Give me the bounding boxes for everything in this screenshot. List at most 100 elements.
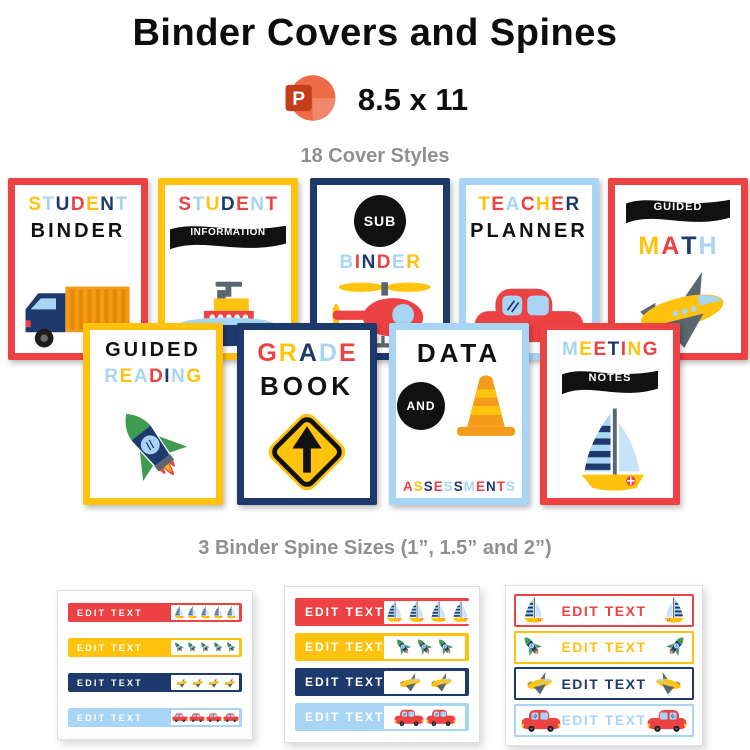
- rocket-icon: [418, 638, 433, 655]
- sailboat-icon: [664, 597, 684, 623]
- car-icon: [426, 709, 456, 726]
- car-icon: [222, 713, 239, 722]
- banner-label: GUIDED: [653, 201, 703, 213]
- spine-icon-strip: [384, 600, 471, 624]
- binder-spine: EDIT TEXT: [514, 667, 694, 701]
- spine-icon-strip: [384, 635, 465, 659]
- binder-spine: EDIT TEXT: [68, 708, 242, 727]
- binder-spine: EDIT TEXT: [295, 633, 469, 661]
- cover-banner: GUIDED: [626, 195, 730, 227]
- cover-word: TEACHER: [478, 194, 580, 215]
- spine-icon-right: [664, 634, 687, 660]
- sailboat-icon: [580, 408, 644, 491]
- airplane-icon: [639, 272, 723, 349]
- spine-icon-right: [663, 597, 687, 624]
- sailboat-icon: [409, 601, 425, 622]
- car-icon: [171, 713, 188, 722]
- cover-meeting-notes: MEETING NOTES: [540, 323, 680, 505]
- cover-illustration: [571, 407, 650, 495]
- airplane-icon: [656, 672, 681, 695]
- cover-illustration: [264, 409, 350, 495]
- powerpoint-icon: P: [285, 74, 336, 121]
- powerpoint-icon: P: [282, 70, 338, 131]
- edit-text-label: EDIT TEXT: [305, 675, 385, 689]
- rocket-icon: [201, 642, 210, 653]
- binder-spine: EDIT TEXT: [295, 668, 469, 696]
- airplane-icon: [527, 672, 552, 695]
- cover-word: PLANNER: [470, 219, 588, 242]
- rocket-icon: [666, 637, 684, 657]
- edit-text-label: EDIT TEXT: [305, 710, 385, 724]
- cover-content: GUIDED MATH: [615, 185, 741, 353]
- airplane-icon: [224, 677, 235, 688]
- spine-icon-strip: [171, 710, 239, 725]
- edit-text-label: EDIT TEXT: [77, 642, 143, 653]
- spine-icon-left: [521, 709, 561, 732]
- cover-banner: INFORMATION: [170, 221, 286, 253]
- rocket-icon: [125, 413, 187, 482]
- airplane-icon: [192, 677, 203, 688]
- spine-panel-1in: EDIT TEXT: [57, 590, 253, 740]
- airplane-icon: [208, 677, 219, 688]
- car-icon: [647, 710, 687, 732]
- cover-word: DATA: [416, 338, 502, 368]
- cover-word: BINDER: [30, 219, 126, 242]
- circle-badge: AND: [397, 381, 445, 430]
- banner-label: INFORMATION: [190, 226, 266, 238]
- cover-word: MEETING: [561, 339, 659, 360]
- cover-word: BINDER: [339, 252, 421, 273]
- edit-text-label: EDIT TEXT: [561, 639, 647, 656]
- banner-label: NOTES: [588, 371, 632, 384]
- rocket-icon: [188, 642, 197, 653]
- sailboat-icon: [431, 601, 447, 622]
- spine-icon-strip: [171, 640, 239, 655]
- edit-text-label: EDIT TEXT: [561, 712, 647, 729]
- cover-word: ASSESSMENTS: [402, 479, 516, 495]
- cover-word: MATH: [638, 232, 718, 260]
- spine-icon-left: [521, 672, 556, 695]
- cover-illustration: [619, 272, 738, 350]
- cover-row: AND: [397, 374, 521, 438]
- cover-banner: NOTES: [562, 366, 658, 398]
- svg-text:P: P: [292, 89, 305, 110]
- format-row: P 8.5 x 11: [0, 69, 750, 131]
- binder-spine: EDIT TEXT: [68, 603, 242, 622]
- binder-spine: EDIT TEXT: [295, 703, 469, 731]
- rocket-icon: [524, 637, 542, 657]
- spine-sizes-label: 3 Binder Spine Sizes (1”, 1.5” and 2”): [198, 537, 552, 559]
- cover-styles-label: 18 Cover Styles: [300, 145, 450, 167]
- rocket-icon: [397, 638, 412, 655]
- cover-word: READING: [104, 366, 202, 387]
- page-title: Binder Covers and Spines: [132, 12, 618, 54]
- spine-icon-right: [647, 709, 687, 732]
- edit-text-label: EDIT TEXT: [77, 677, 143, 688]
- spine-icon-strip: [171, 605, 239, 620]
- circle-badge: SUB: [354, 195, 406, 247]
- binder-spine: EDIT TEXT: [68, 638, 242, 657]
- binder-spine: EDIT TEXT: [514, 594, 694, 627]
- cover-content: MEETING NOTES: [547, 330, 673, 498]
- rocket-icon: [227, 642, 236, 653]
- sailboat-icon: [200, 606, 210, 619]
- binder-spine: EDIT TEXT: [514, 703, 694, 737]
- binder-spine: EDIT TEXT: [68, 673, 242, 692]
- edit-text-label: EDIT TEXT: [77, 712, 143, 723]
- spine-icon-left: [521, 597, 545, 624]
- edit-text-label: EDIT TEXT: [561, 602, 647, 619]
- rocket-icon: [214, 642, 223, 653]
- sailboat-icon: [213, 606, 223, 619]
- spine-icon-strip: [384, 670, 465, 694]
- sailboat-icon: [174, 606, 184, 619]
- edit-text-label: EDIT TEXT: [305, 605, 385, 619]
- sailboat-icon: [387, 601, 403, 622]
- cover-word: GRADE: [257, 339, 357, 367]
- cover-data-assessments: DATA AND ASSESSMENTS: [389, 323, 529, 505]
- cover-word: STUDENT: [28, 194, 128, 215]
- car-icon: [394, 709, 424, 726]
- cover-illustration: [112, 403, 195, 495]
